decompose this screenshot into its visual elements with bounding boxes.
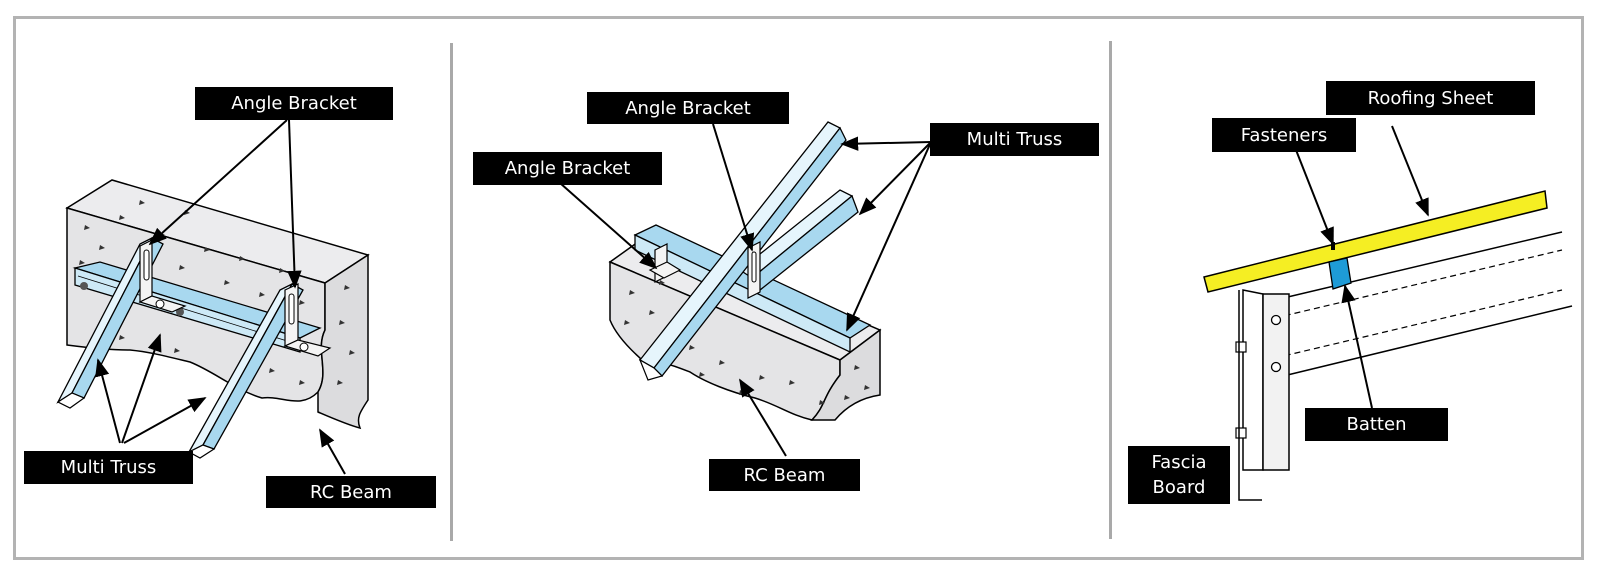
label-angle-bracket: Angle Bracket [195, 87, 393, 120]
label-angle-bracket-left: Angle Bracket [473, 152, 662, 185]
angle-bracket-icon [648, 241, 761, 299]
angle-bracket-icon [138, 239, 332, 357]
fascia-board-icon [1235, 289, 1290, 501]
label-batten: Batten [1305, 408, 1448, 441]
label-angle-bracket-top: Angle Bracket [587, 92, 789, 124]
left-panel-drawing [56, 119, 370, 475]
batten-icon [1328, 257, 1352, 290]
label-multi-truss: Multi Truss [930, 123, 1099, 156]
label-fascia-board-line2: Board [1152, 477, 1206, 498]
middle-panel-drawing [559, 121, 932, 457]
label-fasteners: Fasteners [1212, 118, 1356, 152]
roofing-sheet-icon [1203, 190, 1548, 293]
label-roofing-sheet: Roofing Sheet [1326, 81, 1535, 115]
panel-divider-2 [1109, 41, 1112, 539]
label-fascia-board: Fascia Board [1128, 446, 1230, 504]
label-fascia-board-line1: Fascia [1151, 452, 1207, 473]
label-multi-truss: Multi Truss [24, 451, 193, 484]
label-rc-beam: RC Beam [709, 459, 860, 491]
label-rc-beam: RC Beam [266, 476, 436, 508]
panel-divider-1 [450, 43, 453, 541]
right-panel-drawing [1203, 125, 1573, 501]
figure-frame [13, 16, 1584, 560]
